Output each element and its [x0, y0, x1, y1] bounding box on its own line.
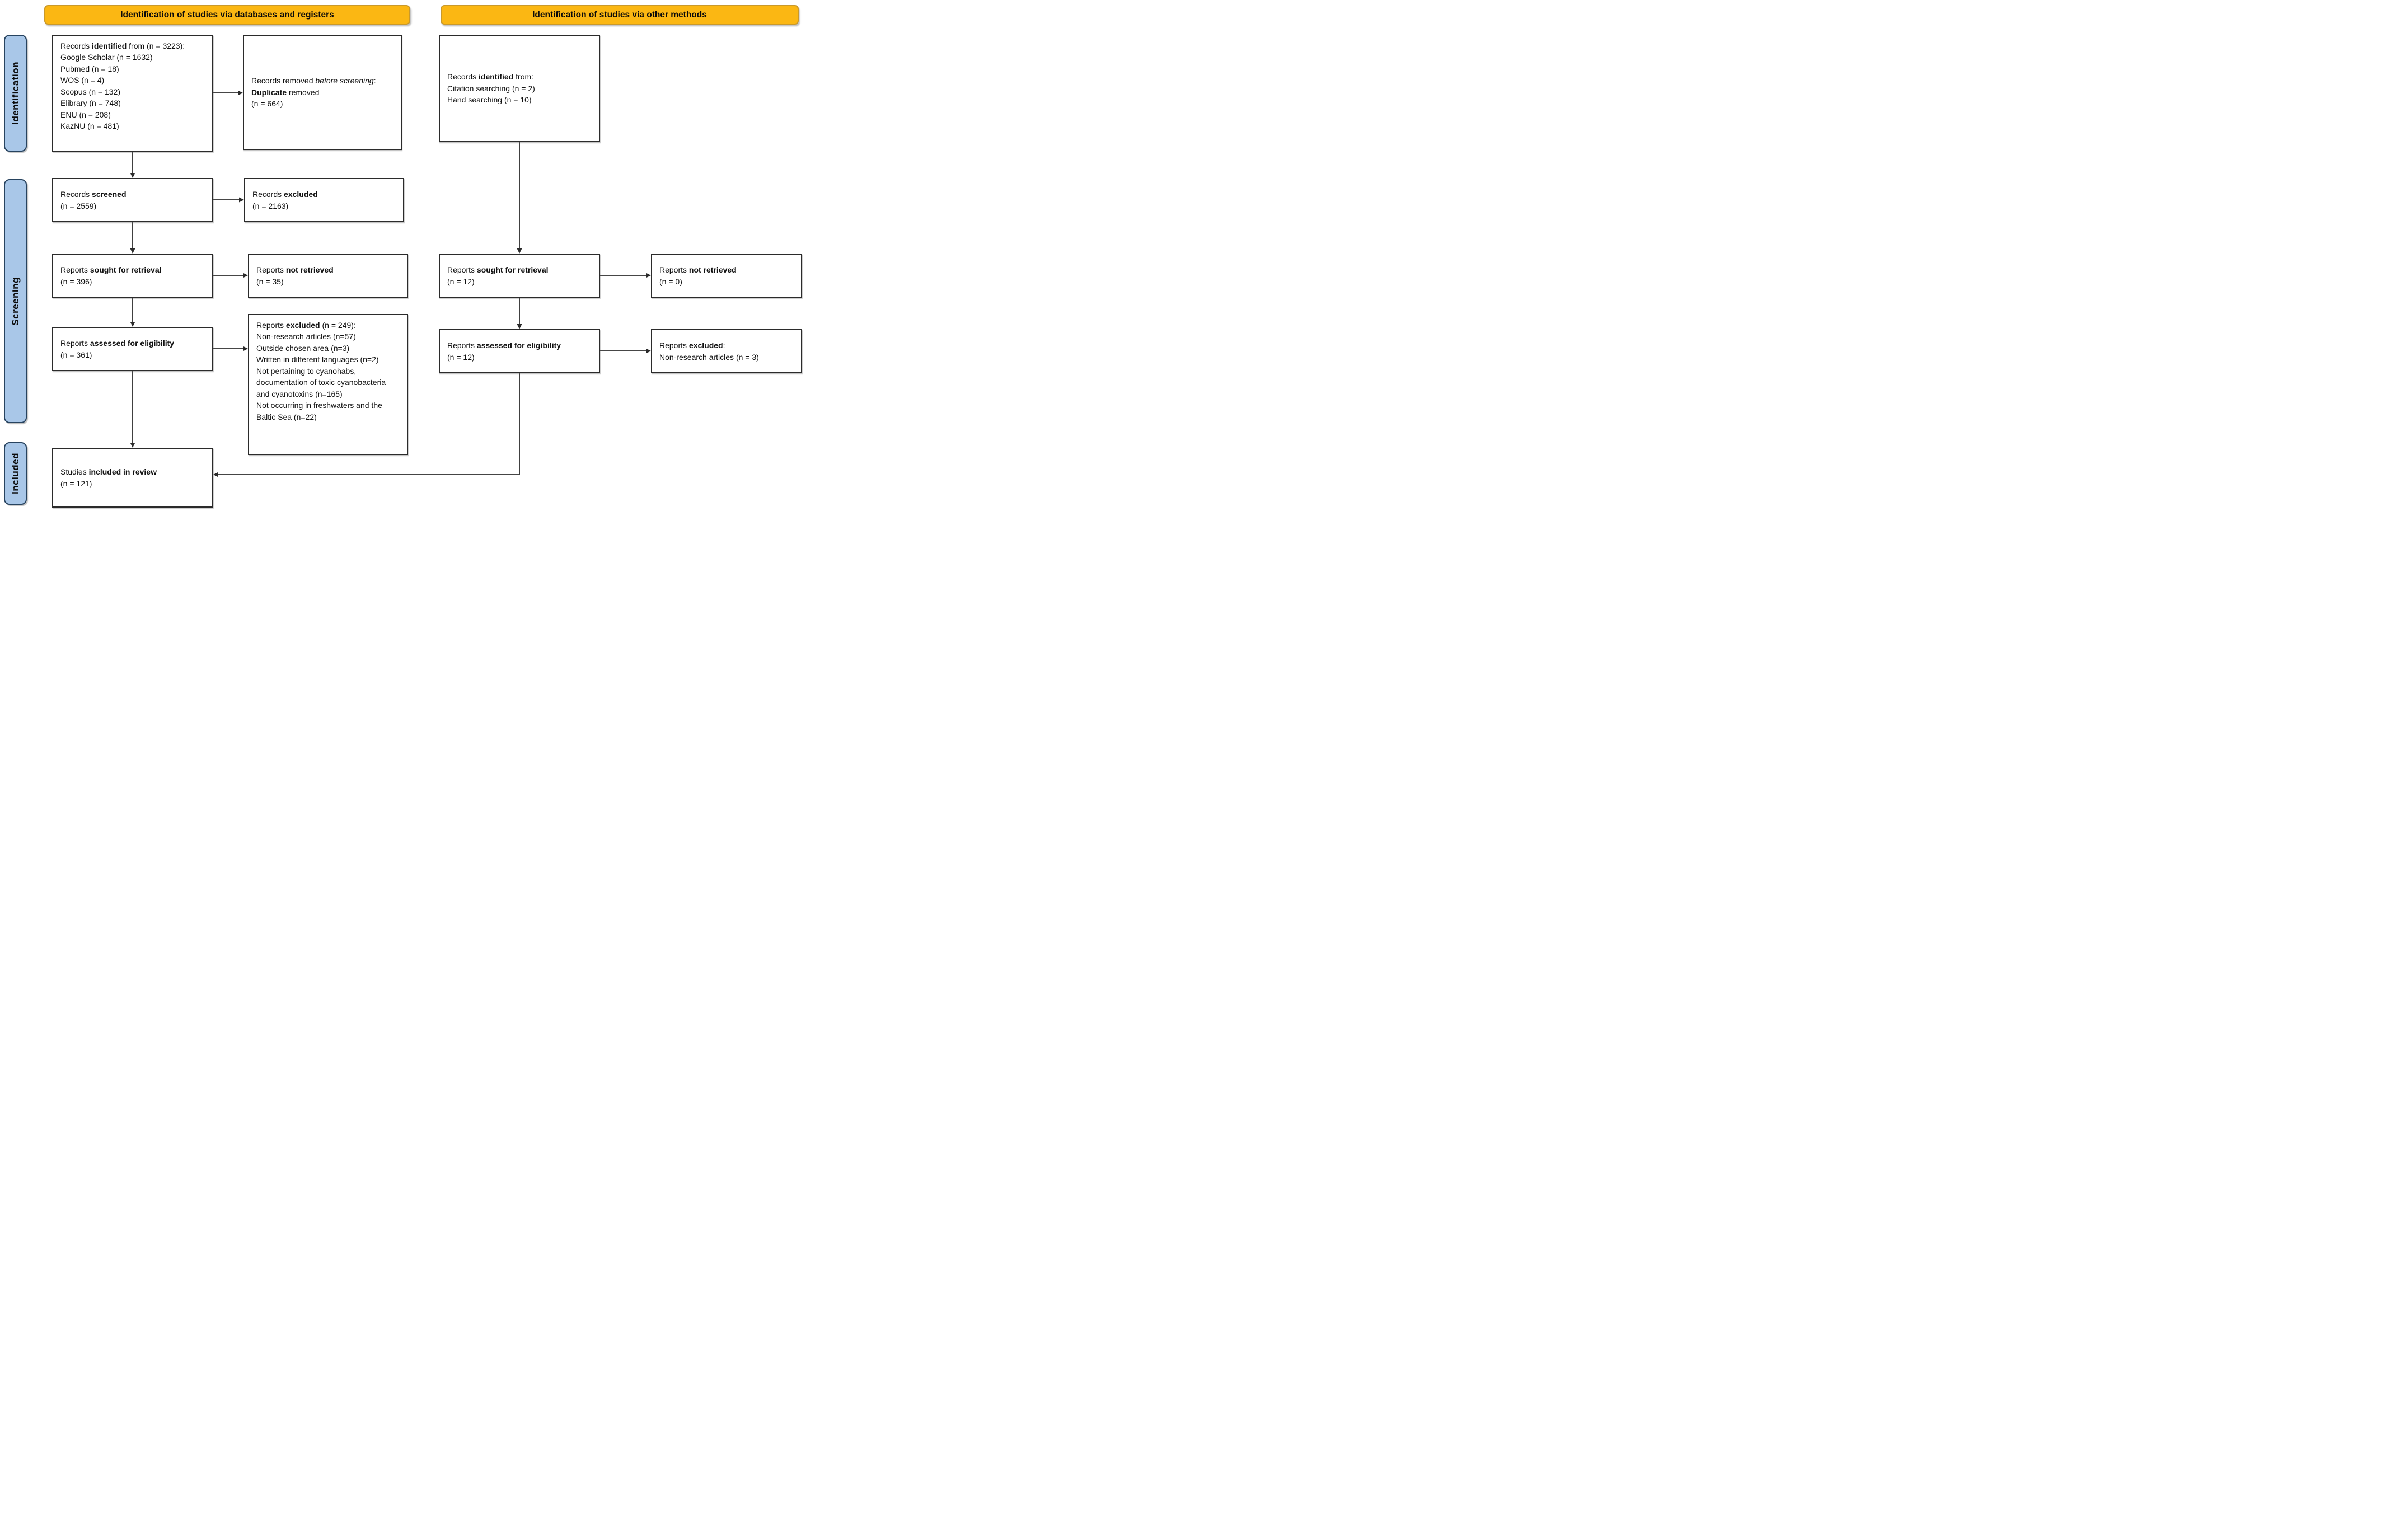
box-reports-sought-databases-text: Reports sought for retrieval(n = 396): [60, 265, 162, 286]
box-reports-excluded-databases-text: Reports excluded (n = 249):Non-research …: [256, 321, 386, 421]
arrow-screened-to-sought: [130, 222, 135, 254]
arrow-other-sought-to-not-retrieved: [600, 273, 651, 278]
stage-included-label: Included: [10, 453, 21, 494]
stage-screening-label: Screening: [10, 276, 21, 326]
header-databases-label: Identification of studies via databases …: [120, 10, 334, 20]
box-reports-excluded-other: Reports excluded:Non-research articles (…: [651, 329, 802, 373]
arrow-sought-to-assessed: [130, 298, 135, 327]
box-reports-excluded-databases: Reports excluded (n = 249):Non-research …: [248, 314, 408, 455]
stage-identification-label: Identification: [10, 62, 21, 125]
box-reports-excluded-other-text: Reports excluded:Non-research articles (…: [659, 341, 759, 362]
box-reports-not-retrieved-databases-text: Reports not retrieved(n = 35): [256, 265, 334, 286]
stage-included: Included: [4, 442, 27, 505]
box-records-identified-databases: Records identified from (n = 3223):Googl…: [52, 35, 213, 152]
arrow-other-identified-to-sought: [517, 142, 522, 254]
box-studies-included-text: Studies included in review(n = 121): [60, 467, 157, 488]
arrow-identified-to-removed: [213, 90, 243, 96]
prisma-flow-diagram: Identification of studies via databases …: [0, 0, 803, 510]
arrow-assessed-to-excluded: [213, 346, 248, 351]
stage-identification: Identification: [4, 35, 27, 152]
arrow-identified-to-screened: [130, 152, 135, 178]
header-other-methods: Identification of studies via other meth…: [441, 5, 799, 25]
box-reports-assessed-other-text: Reports assessed for eligibility(n = 12): [447, 341, 561, 362]
box-records-screened: Records screened(n = 2559): [52, 178, 213, 222]
header-other-label: Identification of studies via other meth…: [532, 10, 707, 20]
stage-screening: Screening: [4, 179, 27, 423]
box-reports-sought-databases: Reports sought for retrieval(n = 396): [52, 254, 213, 298]
box-records-removed-text: Records removed before screening:Duplica…: [251, 76, 376, 109]
box-reports-assessed-databases: Reports assessed for eligibility(n = 361…: [52, 327, 213, 371]
box-records-excluded-text: Records excluded(n = 2163): [252, 190, 318, 210]
box-records-identified-other-text: Records identified from:Citation searchi…: [447, 72, 535, 105]
box-records-identified-databases-text: Records identified from (n = 3223):Googl…: [60, 41, 185, 131]
arrow-screened-to-excluded: [213, 197, 244, 203]
box-reports-not-retrieved-other: Reports not retrieved(n = 0): [651, 254, 802, 298]
box-reports-not-retrieved-other-text: Reports not retrieved(n = 0): [659, 265, 737, 286]
box-studies-included: Studies included in review(n = 121): [52, 448, 213, 508]
box-records-excluded: Records excluded(n = 2163): [244, 178, 404, 222]
arrow-other-sought-to-assessed: [517, 298, 522, 329]
box-reports-assessed-other: Reports assessed for eligibility(n = 12): [439, 329, 600, 373]
box-reports-sought-other: Reports sought for retrieval(n = 12): [439, 254, 600, 298]
box-reports-assessed-databases-text: Reports assessed for eligibility(n = 361…: [60, 339, 175, 359]
box-records-removed-before-screening: Records removed before screening:Duplica…: [243, 35, 402, 150]
arrow-sought-to-not-retrieved: [213, 273, 248, 278]
arrow-other-assessed-to-excluded: [600, 348, 651, 354]
box-reports-sought-other-text: Reports sought for retrieval(n = 12): [447, 265, 549, 286]
arrow-assessed-to-included: [130, 371, 135, 448]
header-databases-registers: Identification of studies via databases …: [44, 5, 410, 25]
box-reports-not-retrieved-databases: Reports not retrieved(n = 35): [248, 254, 408, 298]
box-records-identified-other: Records identified from:Citation searchi…: [439, 35, 600, 142]
box-records-screened-text: Records screened(n = 2559): [60, 190, 127, 210]
